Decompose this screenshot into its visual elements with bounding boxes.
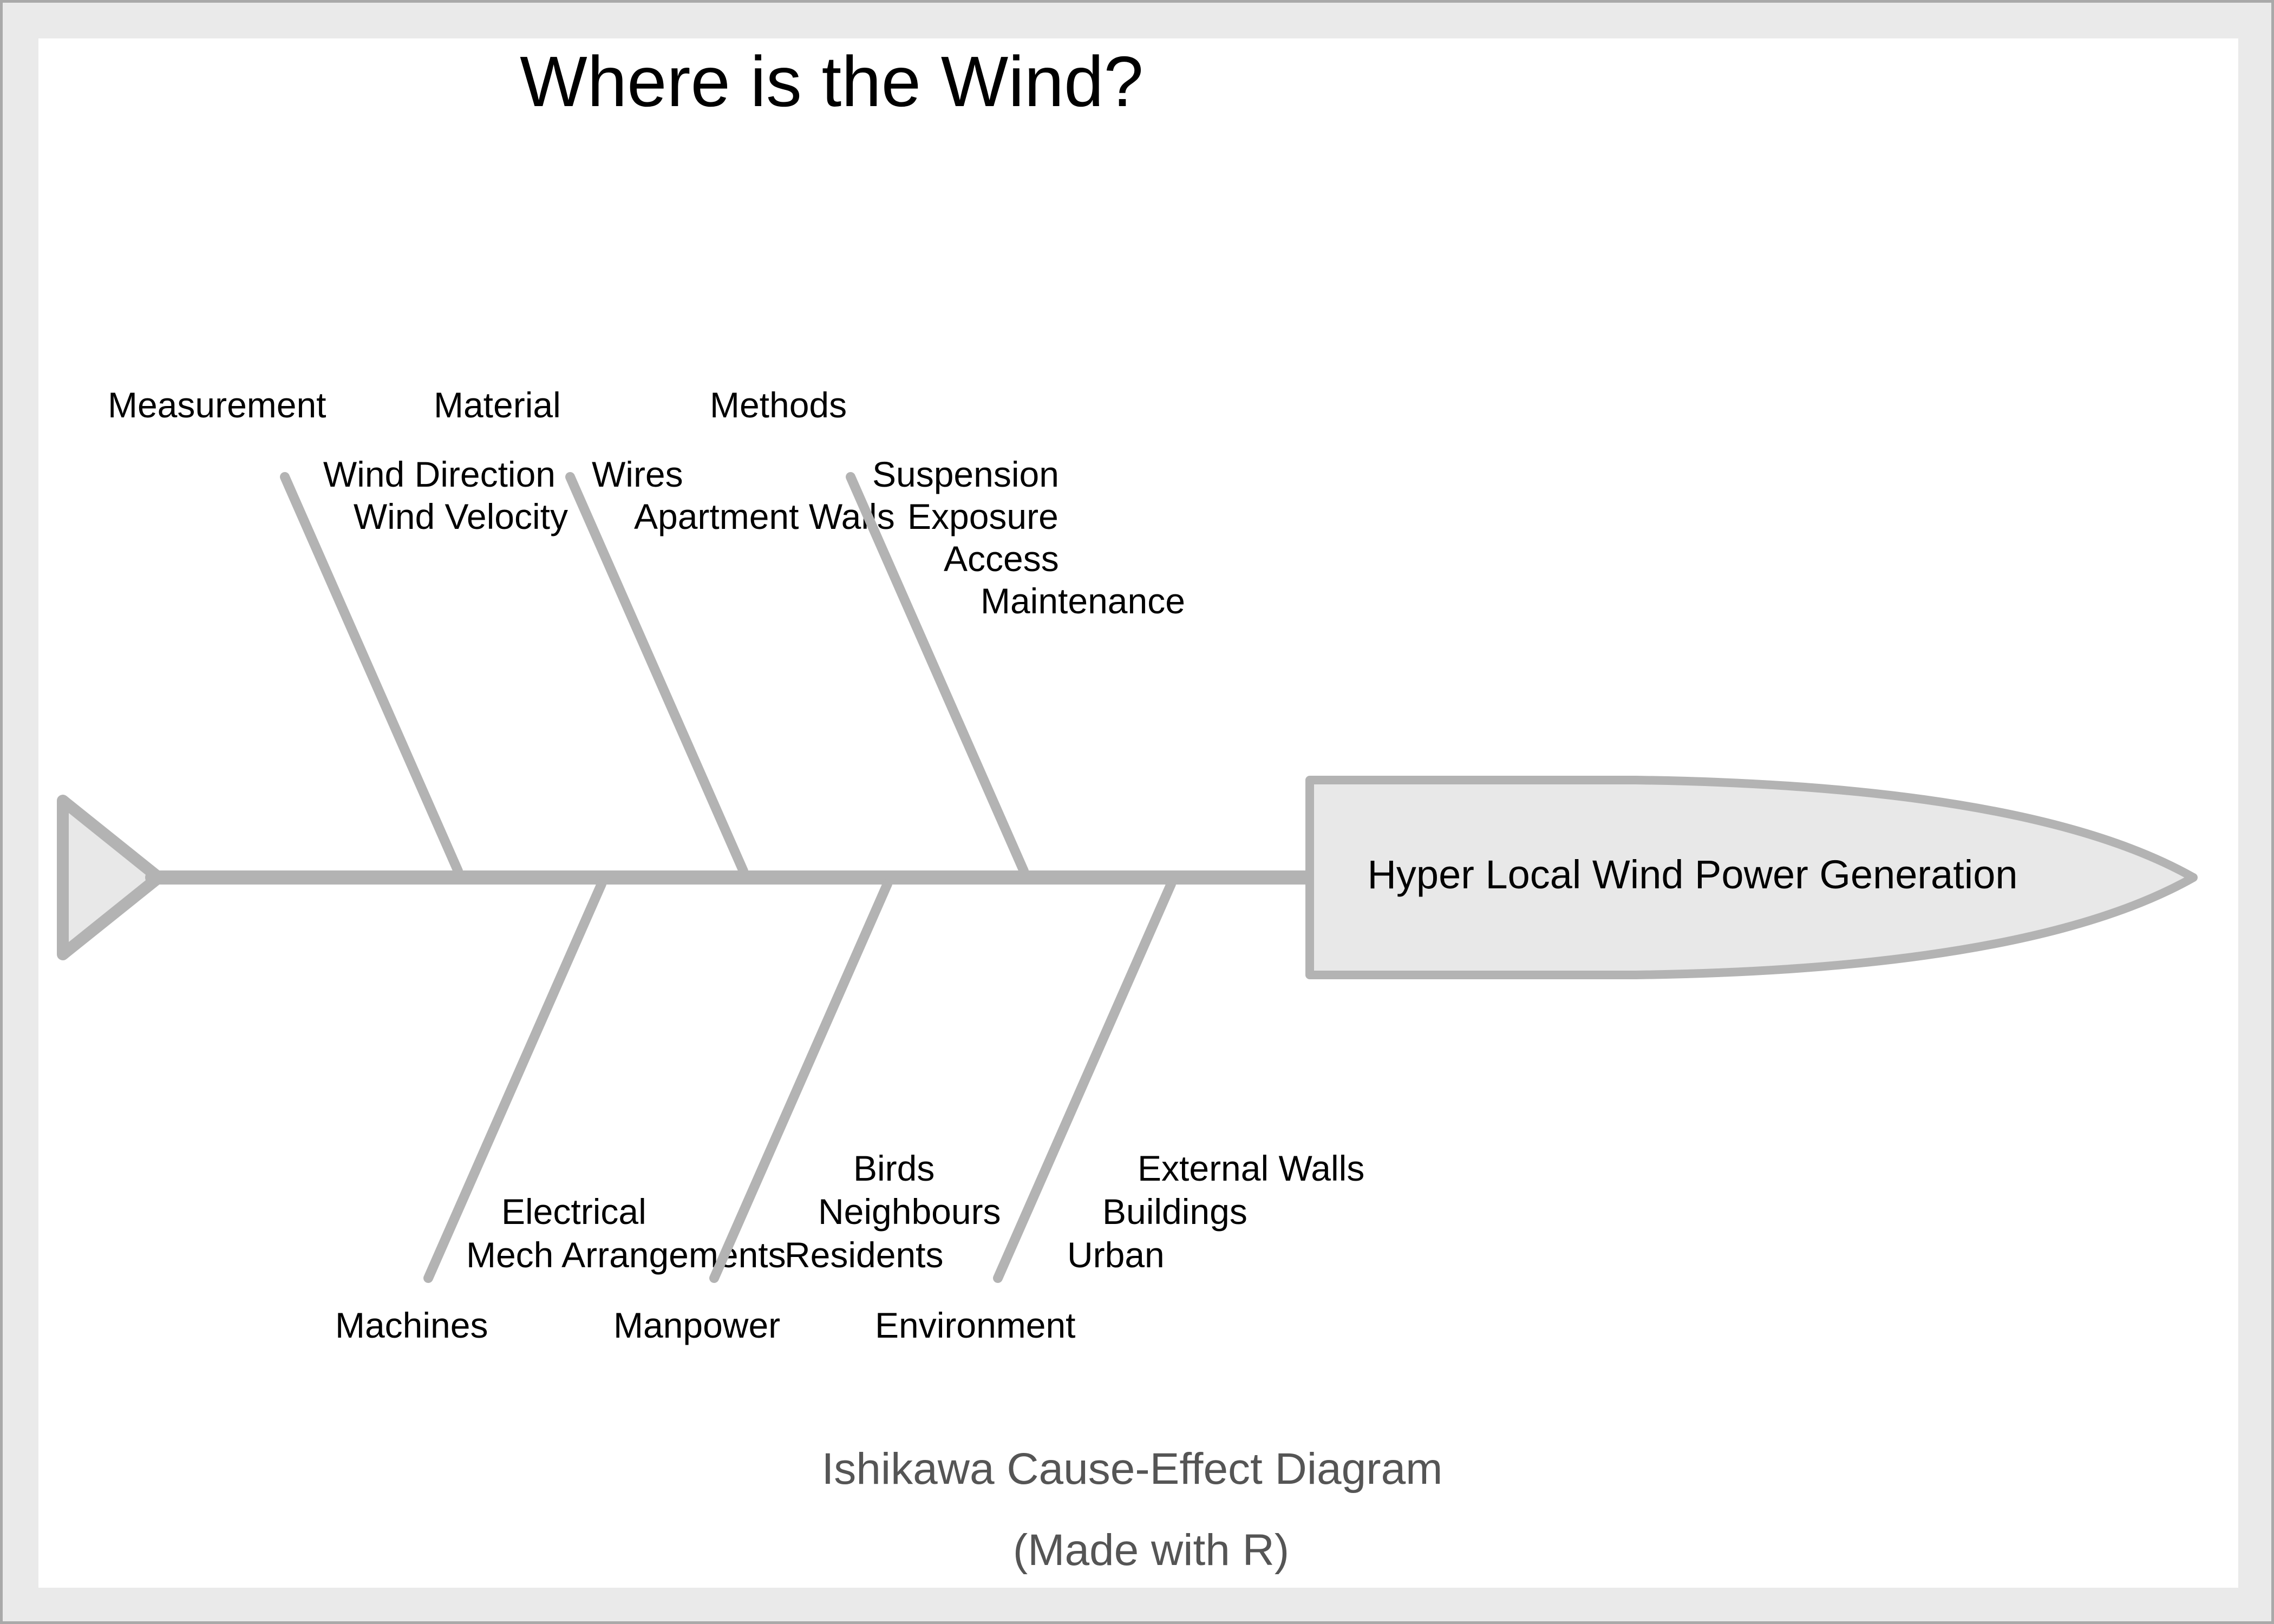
plot-area: Where is the Wind? Hyper Local Wind Powe…	[38, 38, 2238, 1588]
branch-methods: Methods Suspension Exposure Access Maint…	[710, 385, 1185, 876]
cause-manpower-2: Residents	[785, 1235, 944, 1275]
branch-label-manpower: Manpower	[613, 1305, 780, 1345]
branch-line-methods	[846, 472, 1029, 876]
branch-line-environment	[993, 879, 1176, 1283]
branch-label-measurement: Measurement	[108, 385, 326, 425]
cause-manpower-0: Birds	[853, 1148, 935, 1188]
branch-line-manpower	[709, 879, 892, 1283]
branch-measurement: Measurement Wind Direction Wind Velocity	[108, 385, 568, 876]
cause-material-0: Wires	[592, 454, 683, 494]
cause-material-1: Apartment Walls	[634, 496, 895, 536]
cause-methods-0: Suspension	[872, 454, 1059, 494]
footer-line-2: (Made with R)	[1013, 1525, 1289, 1575]
branch-label-machines: Machines	[335, 1305, 488, 1345]
branch-manpower: Manpower Birds Neighbours Residents	[613, 879, 1001, 1345]
branch-label-environment: Environment	[875, 1305, 1076, 1345]
fishbone-svg: Where is the Wind? Hyper Local Wind Powe…	[57, 42, 2198, 1575]
effect-label: Hyper Local Wind Power Generation	[1367, 852, 2017, 897]
cause-machines-1: Mech Arrangements	[466, 1235, 786, 1275]
page-title: Where is the Wind?	[520, 42, 1143, 121]
branch-line-measurement	[280, 472, 463, 876]
branch-label-methods: Methods	[710, 385, 847, 425]
cause-environment-1: Buildings	[1102, 1191, 1247, 1232]
branch-material: Material Wires Apartment Walls	[434, 385, 895, 876]
branch-line-material	[565, 472, 748, 876]
cause-environment-2: Urban	[1067, 1235, 1165, 1275]
cause-manpower-1: Neighbours	[818, 1191, 1001, 1232]
cause-measurement-0: Wind Direction	[323, 454, 556, 494]
effect-shape	[1305, 776, 2198, 979]
cause-measurement-1: Wind Velocity	[354, 496, 568, 536]
cause-machines-0: Electrical	[501, 1191, 646, 1232]
branch-line-machines	[423, 879, 606, 1283]
cause-environment-0: External Walls	[1138, 1148, 1364, 1188]
footer-line-1: Ishikawa Cause-Effect Diagram	[822, 1444, 1443, 1494]
fish-tail	[57, 795, 165, 960]
branch-label-material: Material	[434, 385, 561, 425]
cause-methods-3: Maintenance	[981, 581, 1185, 621]
cause-methods-1: Exposure	[907, 496, 1058, 536]
cause-methods-2: Access	[944, 539, 1059, 579]
branch-environment: Environment External Walls Buildings Urb…	[875, 879, 1364, 1345]
